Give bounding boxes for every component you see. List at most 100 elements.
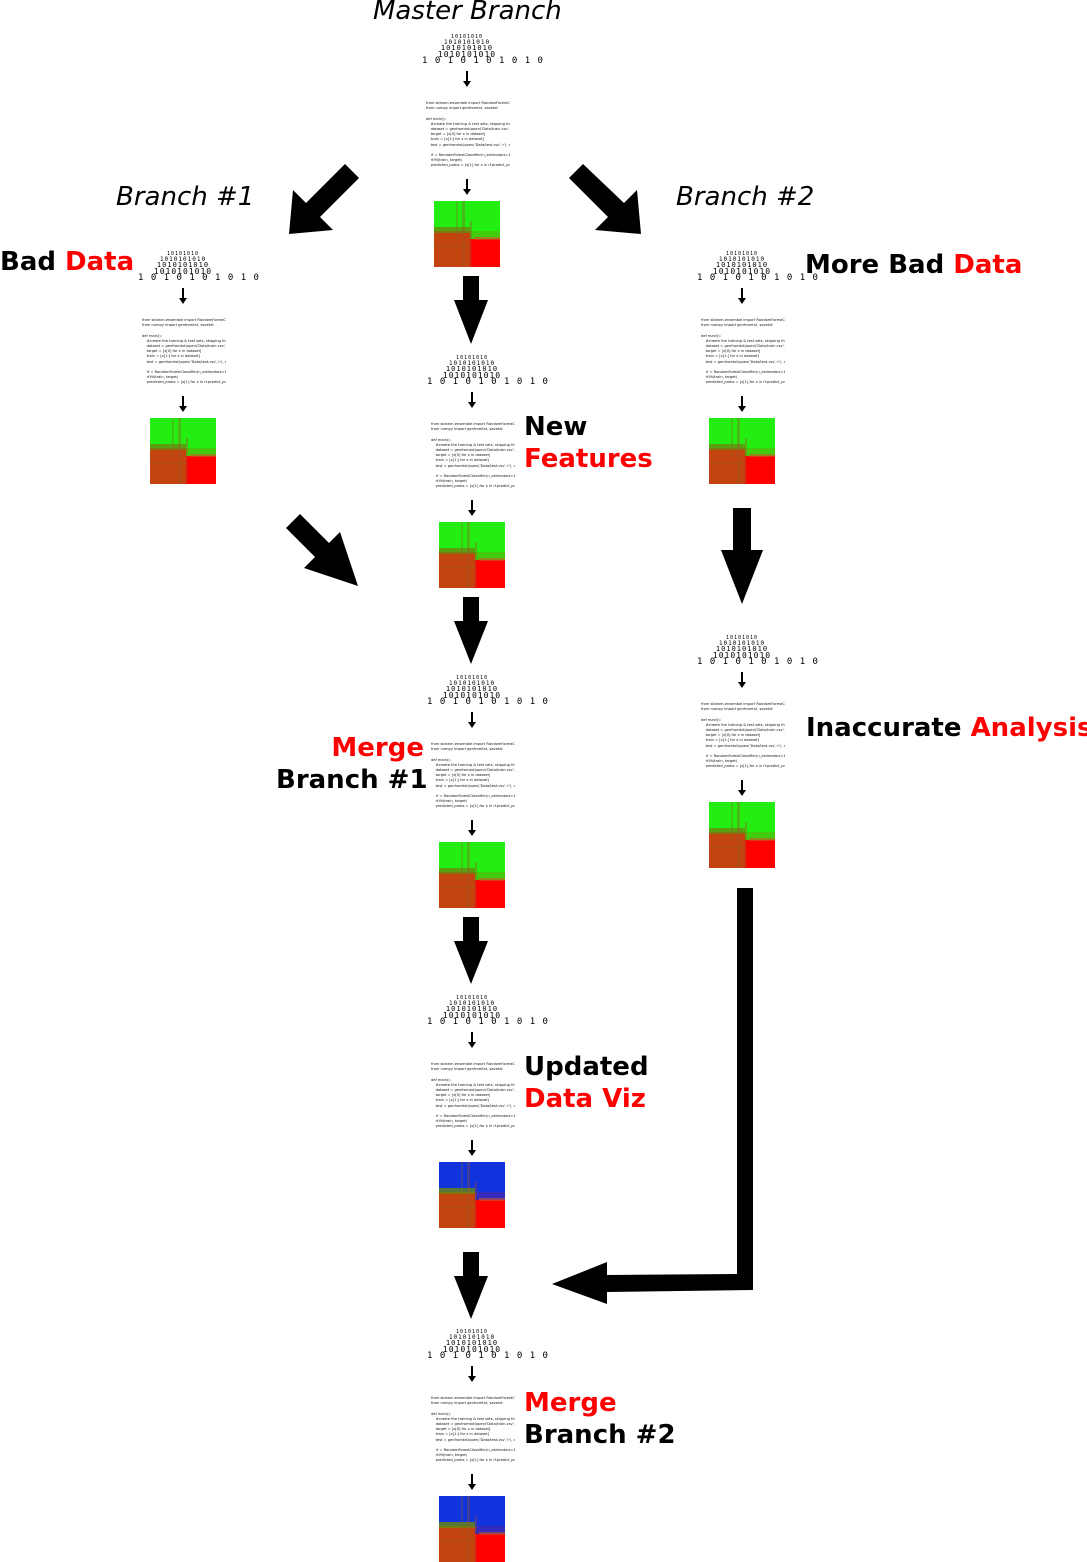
binary-row: 10101010 <box>455 675 489 681</box>
binary-row: 1010101010 <box>448 1334 496 1341</box>
arrow-master-down-3 <box>454 917 488 984</box>
heatmap-blue <box>439 1162 505 1228</box>
arrow-master-down-4 <box>454 1252 488 1319</box>
binary-row: 1010101010 <box>442 1011 502 1020</box>
merge1-label-black: Branch #1 <box>276 765 428 795</box>
binary-row: 1010101010 <box>437 50 497 59</box>
heatmap-green <box>709 418 775 484</box>
small-arrows <box>738 288 746 412</box>
inaccurate-analysis-label: Inaccurate Analysis <box>806 712 1087 744</box>
bad-label-red: Data <box>65 247 135 277</box>
bad-data-label: Bad Data <box>0 246 134 278</box>
binary-row: 1010101010 <box>448 360 496 367</box>
inaccurate-label-red: Analysis <box>970 713 1087 743</box>
small-arrows <box>468 712 476 836</box>
binary-row: 1010101010 <box>445 1005 499 1013</box>
inaccurate-label-black: Inaccurate <box>806 713 962 743</box>
merge2-label-red: Merge <box>524 1388 617 1418</box>
code-snippet: from sklearn.ensemble import RandomFores… <box>431 422 515 489</box>
heatmap-green <box>439 522 505 588</box>
bad-label-black: Bad <box>0 247 56 277</box>
binary-row: 1010101010 <box>442 371 502 380</box>
binary-row: 10101010 <box>455 355 489 361</box>
code-snippet: from sklearn.ensemble import RandomFores… <box>701 318 785 385</box>
heatmap-green <box>439 842 505 908</box>
code-snippet: from sklearn.ensemble import RandomFores… <box>701 702 785 769</box>
merge2-label-black: Branch #2 <box>524 1420 676 1450</box>
arrow-branch-2-merge <box>552 888 753 1304</box>
more-bad-data-label: More Bad Data <box>805 249 1022 281</box>
arrow-to-branch-2 <box>569 164 641 234</box>
updated-data-viz-label: Updated Data Viz <box>524 1051 649 1115</box>
heatmap-green <box>150 418 216 484</box>
more-bad-label-black: More Bad <box>805 250 945 280</box>
more-bad-label-red: Data <box>953 250 1023 280</box>
small-arrows <box>468 1032 476 1156</box>
heatmap-green <box>709 802 775 868</box>
branch-2-title: Branch #2 <box>676 182 815 212</box>
binary-row: 1010101010 <box>445 685 499 693</box>
binary-row: 1 0 1 0 1 0 1 0 1 0 <box>697 273 819 283</box>
new-features-label-red: Features <box>524 444 653 474</box>
new-features-label: New Features <box>524 411 653 475</box>
binary-row: 1 0 1 0 1 0 1 0 1 0 <box>427 1351 549 1361</box>
arrow-master-down-1 <box>454 276 488 344</box>
binary-row: 1010101010 <box>448 680 496 687</box>
binary-row: 1010101010 <box>718 256 766 263</box>
small-arrows <box>463 71 471 195</box>
arrow-branch-1-merge <box>286 514 358 586</box>
binary-row: 1 0 1 0 1 0 1 0 1 0 <box>427 1017 549 1027</box>
code-snippet: from sklearn.ensemble import RandomFores… <box>426 101 510 168</box>
binary-row: 10101010 <box>725 251 759 257</box>
branch-1-title: Branch #1 <box>116 182 255 212</box>
binary-row: 1 0 1 0 1 0 1 0 1 0 <box>697 657 819 667</box>
binary-row: 1010101010 <box>443 39 491 46</box>
binary-row: 10101010 <box>455 995 489 1001</box>
heatmap-blue <box>439 1496 505 1562</box>
small-arrows <box>468 1366 476 1490</box>
new-features-label-black: New <box>524 412 588 442</box>
heatmap-green <box>434 201 500 267</box>
binary-row: 1010101010 <box>715 261 769 269</box>
binary-row: 1010101010 <box>448 1000 496 1007</box>
arrow-to-branch-1 <box>289 164 359 234</box>
binary-row: 1010101010 <box>712 651 772 660</box>
updated-label-red: Data Viz <box>524 1084 646 1114</box>
binary-row: 1010101010 <box>445 365 499 373</box>
code-snippet: from sklearn.ensemble import RandomFores… <box>431 1062 515 1129</box>
binary-row: 1010101010 <box>712 267 772 276</box>
master-branch-title: Master Branch <box>373 0 562 26</box>
merge-branch-2-label: Merge Branch #2 <box>524 1387 676 1451</box>
binary-row: 1 0 1 0 1 0 1 0 1 0 <box>138 273 260 283</box>
binary-row: 1010101010 <box>440 44 494 52</box>
small-arrows <box>468 392 476 516</box>
binary-row: 1010101010 <box>442 691 502 700</box>
binary-row: 10101010 <box>166 251 200 257</box>
binary-row: 1 0 1 0 1 0 1 0 1 0 <box>427 697 549 707</box>
small-arrows <box>738 672 746 796</box>
binary-row: 10101010 <box>450 34 484 40</box>
binary-row: 1 0 1 0 1 0 1 0 1 0 <box>422 56 544 66</box>
arrow-master-down-2 <box>454 597 488 664</box>
code-snippet: from sklearn.ensemble import RandomFores… <box>142 318 226 385</box>
merge1-label-red: Merge <box>331 733 424 763</box>
updated-label-black: Updated <box>524 1052 649 1082</box>
binary-row: 1010101010 <box>445 1339 499 1347</box>
code-snippet: from sklearn.ensemble import RandomFores… <box>431 1396 515 1463</box>
binary-row: 1010101010 <box>715 645 769 653</box>
